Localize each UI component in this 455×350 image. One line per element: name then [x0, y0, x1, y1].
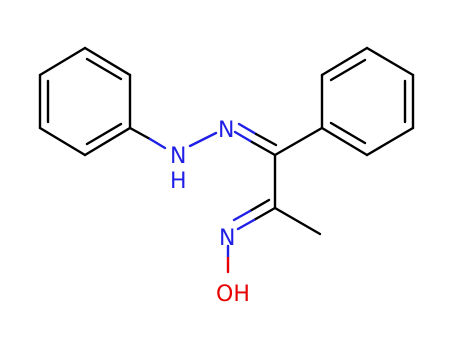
- bond: [83, 46, 132, 77]
- bond: [38, 126, 87, 157]
- bond: [38, 46, 87, 77]
- bond: [273, 126, 324, 157]
- hydrazine-nitrogen-label: N: [170, 144, 186, 169]
- bond: [188, 131, 218, 148]
- bond: [128, 126, 152, 141]
- right-phenyl-ring: [320, 46, 415, 157]
- bond: [365, 126, 415, 157]
- left-phenyl-ring: [38, 46, 132, 157]
- bond-inner: [85, 122, 123, 146]
- bond: [365, 46, 415, 77]
- bond-inner: [85, 57, 123, 81]
- oxime-nitrogen-label: N: [219, 226, 235, 251]
- bond-inner: [329, 58, 367, 82]
- bond: [254, 132, 278, 147]
- bond: [83, 126, 132, 157]
- bond: [248, 198, 271, 213]
- skeleton-bonds: [128, 122, 324, 274]
- bond: [252, 206, 277, 222]
- bond: [273, 206, 322, 236]
- bond: [320, 126, 369, 157]
- bond: [320, 46, 369, 77]
- hydroxyl-label: OH: [216, 282, 250, 307]
- hydrazine-hydrogen-label: H: [170, 169, 187, 194]
- bond: [148, 137, 167, 150]
- bond: [237, 122, 258, 136]
- imine-nitrogen-label: N: [218, 118, 234, 143]
- bond-inner: [329, 121, 367, 145]
- bond: [250, 140, 277, 157]
- bond: [232, 209, 252, 222]
- bond: [236, 218, 256, 231]
- bond: [233, 130, 254, 144]
